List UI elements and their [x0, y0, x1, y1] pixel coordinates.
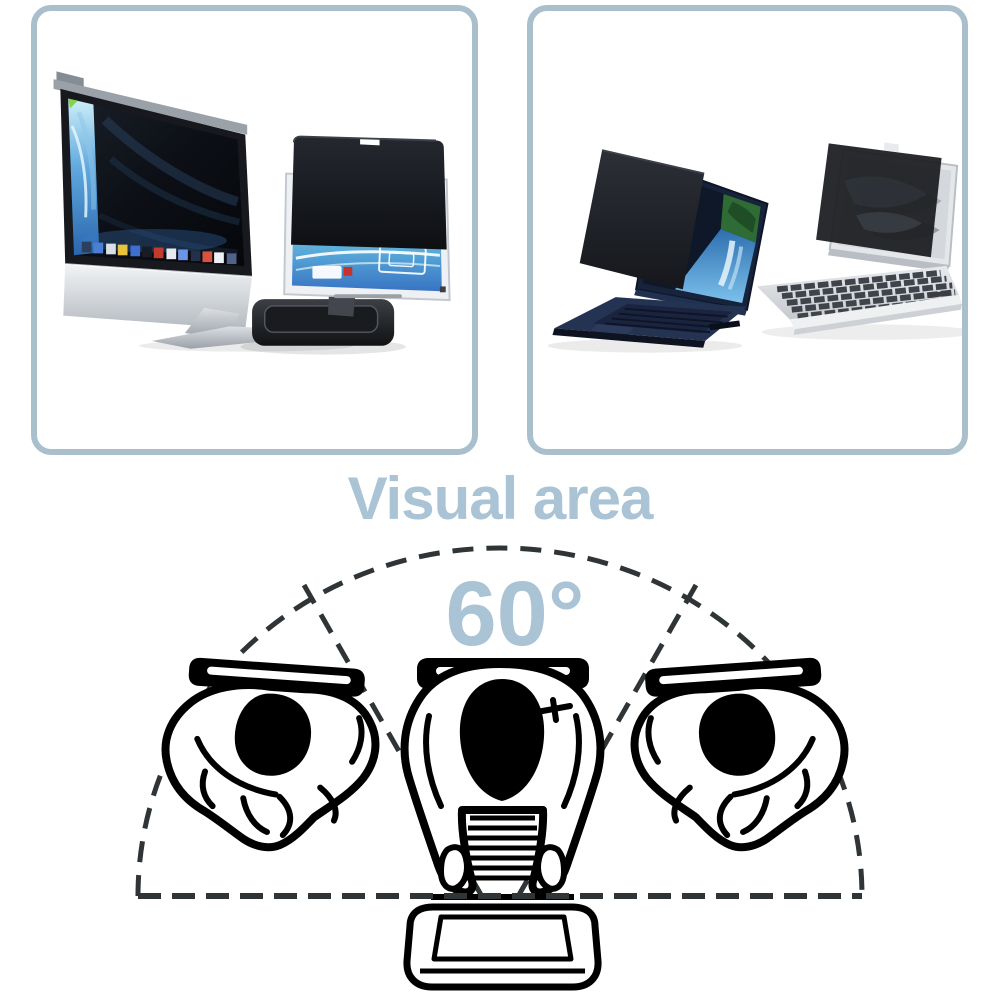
person-center — [400, 658, 605, 991]
blue-laptop-with-privacy-filter — [547, 149, 769, 353]
panel-desktop-filters — [31, 5, 478, 455]
monitor-privacy-filter-sheet — [290, 135, 447, 250]
person-left — [161, 657, 380, 852]
desktop-filters-illustration — [53, 71, 451, 355]
monitor-with-privacy-filter — [240, 135, 451, 355]
viewing-angle-diagram — [135, 545, 865, 991]
laptop-screen-top-view — [403, 903, 602, 991]
silver-laptop-privacy-filter-sheet — [816, 142, 942, 258]
silver-laptop-with-privacy-filter — [756, 142, 962, 340]
angle-label: 60° — [445, 563, 585, 665]
blue-laptop-privacy-filter-sheet — [579, 149, 705, 290]
keyboard-rows — [604, 307, 728, 334]
panel-laptop-filters — [527, 5, 968, 455]
visual-area-title: Visual area — [347, 465, 654, 532]
laptop-keyboard-top-view — [459, 815, 546, 881]
dock-icons — [81, 241, 237, 265]
person-right — [629, 656, 851, 854]
laptop-filters-illustration — [547, 142, 962, 353]
